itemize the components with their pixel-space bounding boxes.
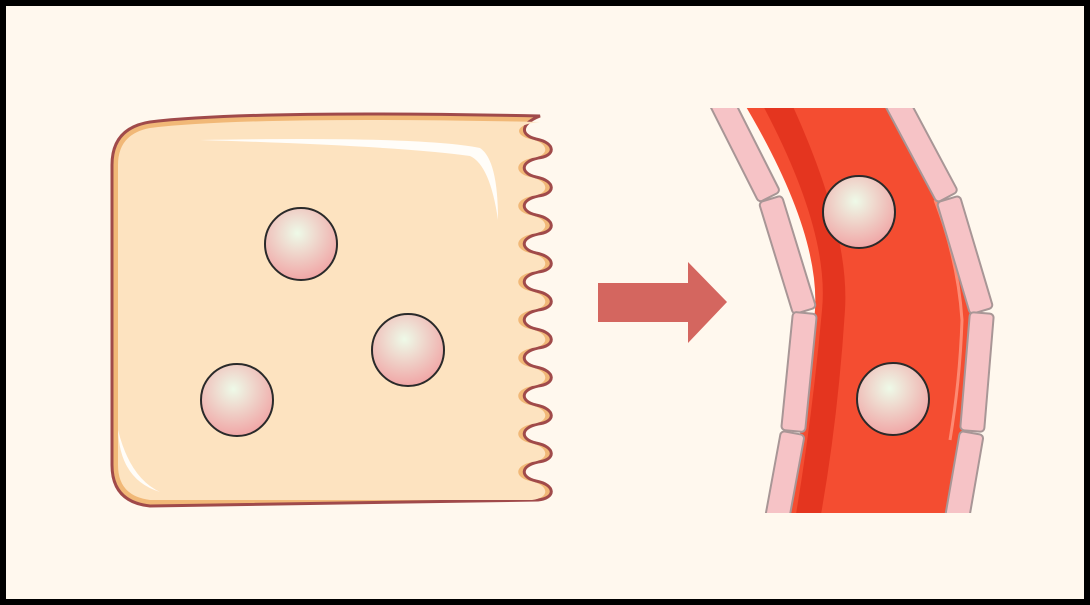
particles <box>200 175 930 437</box>
endothelial-cell <box>763 430 805 513</box>
arrow-right-icon <box>598 262 727 343</box>
cell-highlight-top <box>200 139 498 220</box>
particle <box>856 362 930 436</box>
endothelial-cell <box>883 108 958 203</box>
cell-highlight-bottom <box>118 430 160 492</box>
particle <box>371 313 445 387</box>
particle <box>200 363 274 437</box>
endothelial-cell <box>942 430 985 513</box>
cell-body <box>118 120 546 500</box>
endothelial-cell <box>936 195 994 315</box>
endothelial-cell <box>708 108 780 203</box>
endothelial-cell <box>758 195 817 315</box>
endothelium-right <box>883 108 995 513</box>
endothelium-left <box>708 108 818 513</box>
endothelial-cell <box>959 311 995 433</box>
particle <box>264 207 338 281</box>
cell <box>110 112 553 508</box>
endothelial-cell <box>780 311 818 433</box>
particle <box>822 175 896 249</box>
